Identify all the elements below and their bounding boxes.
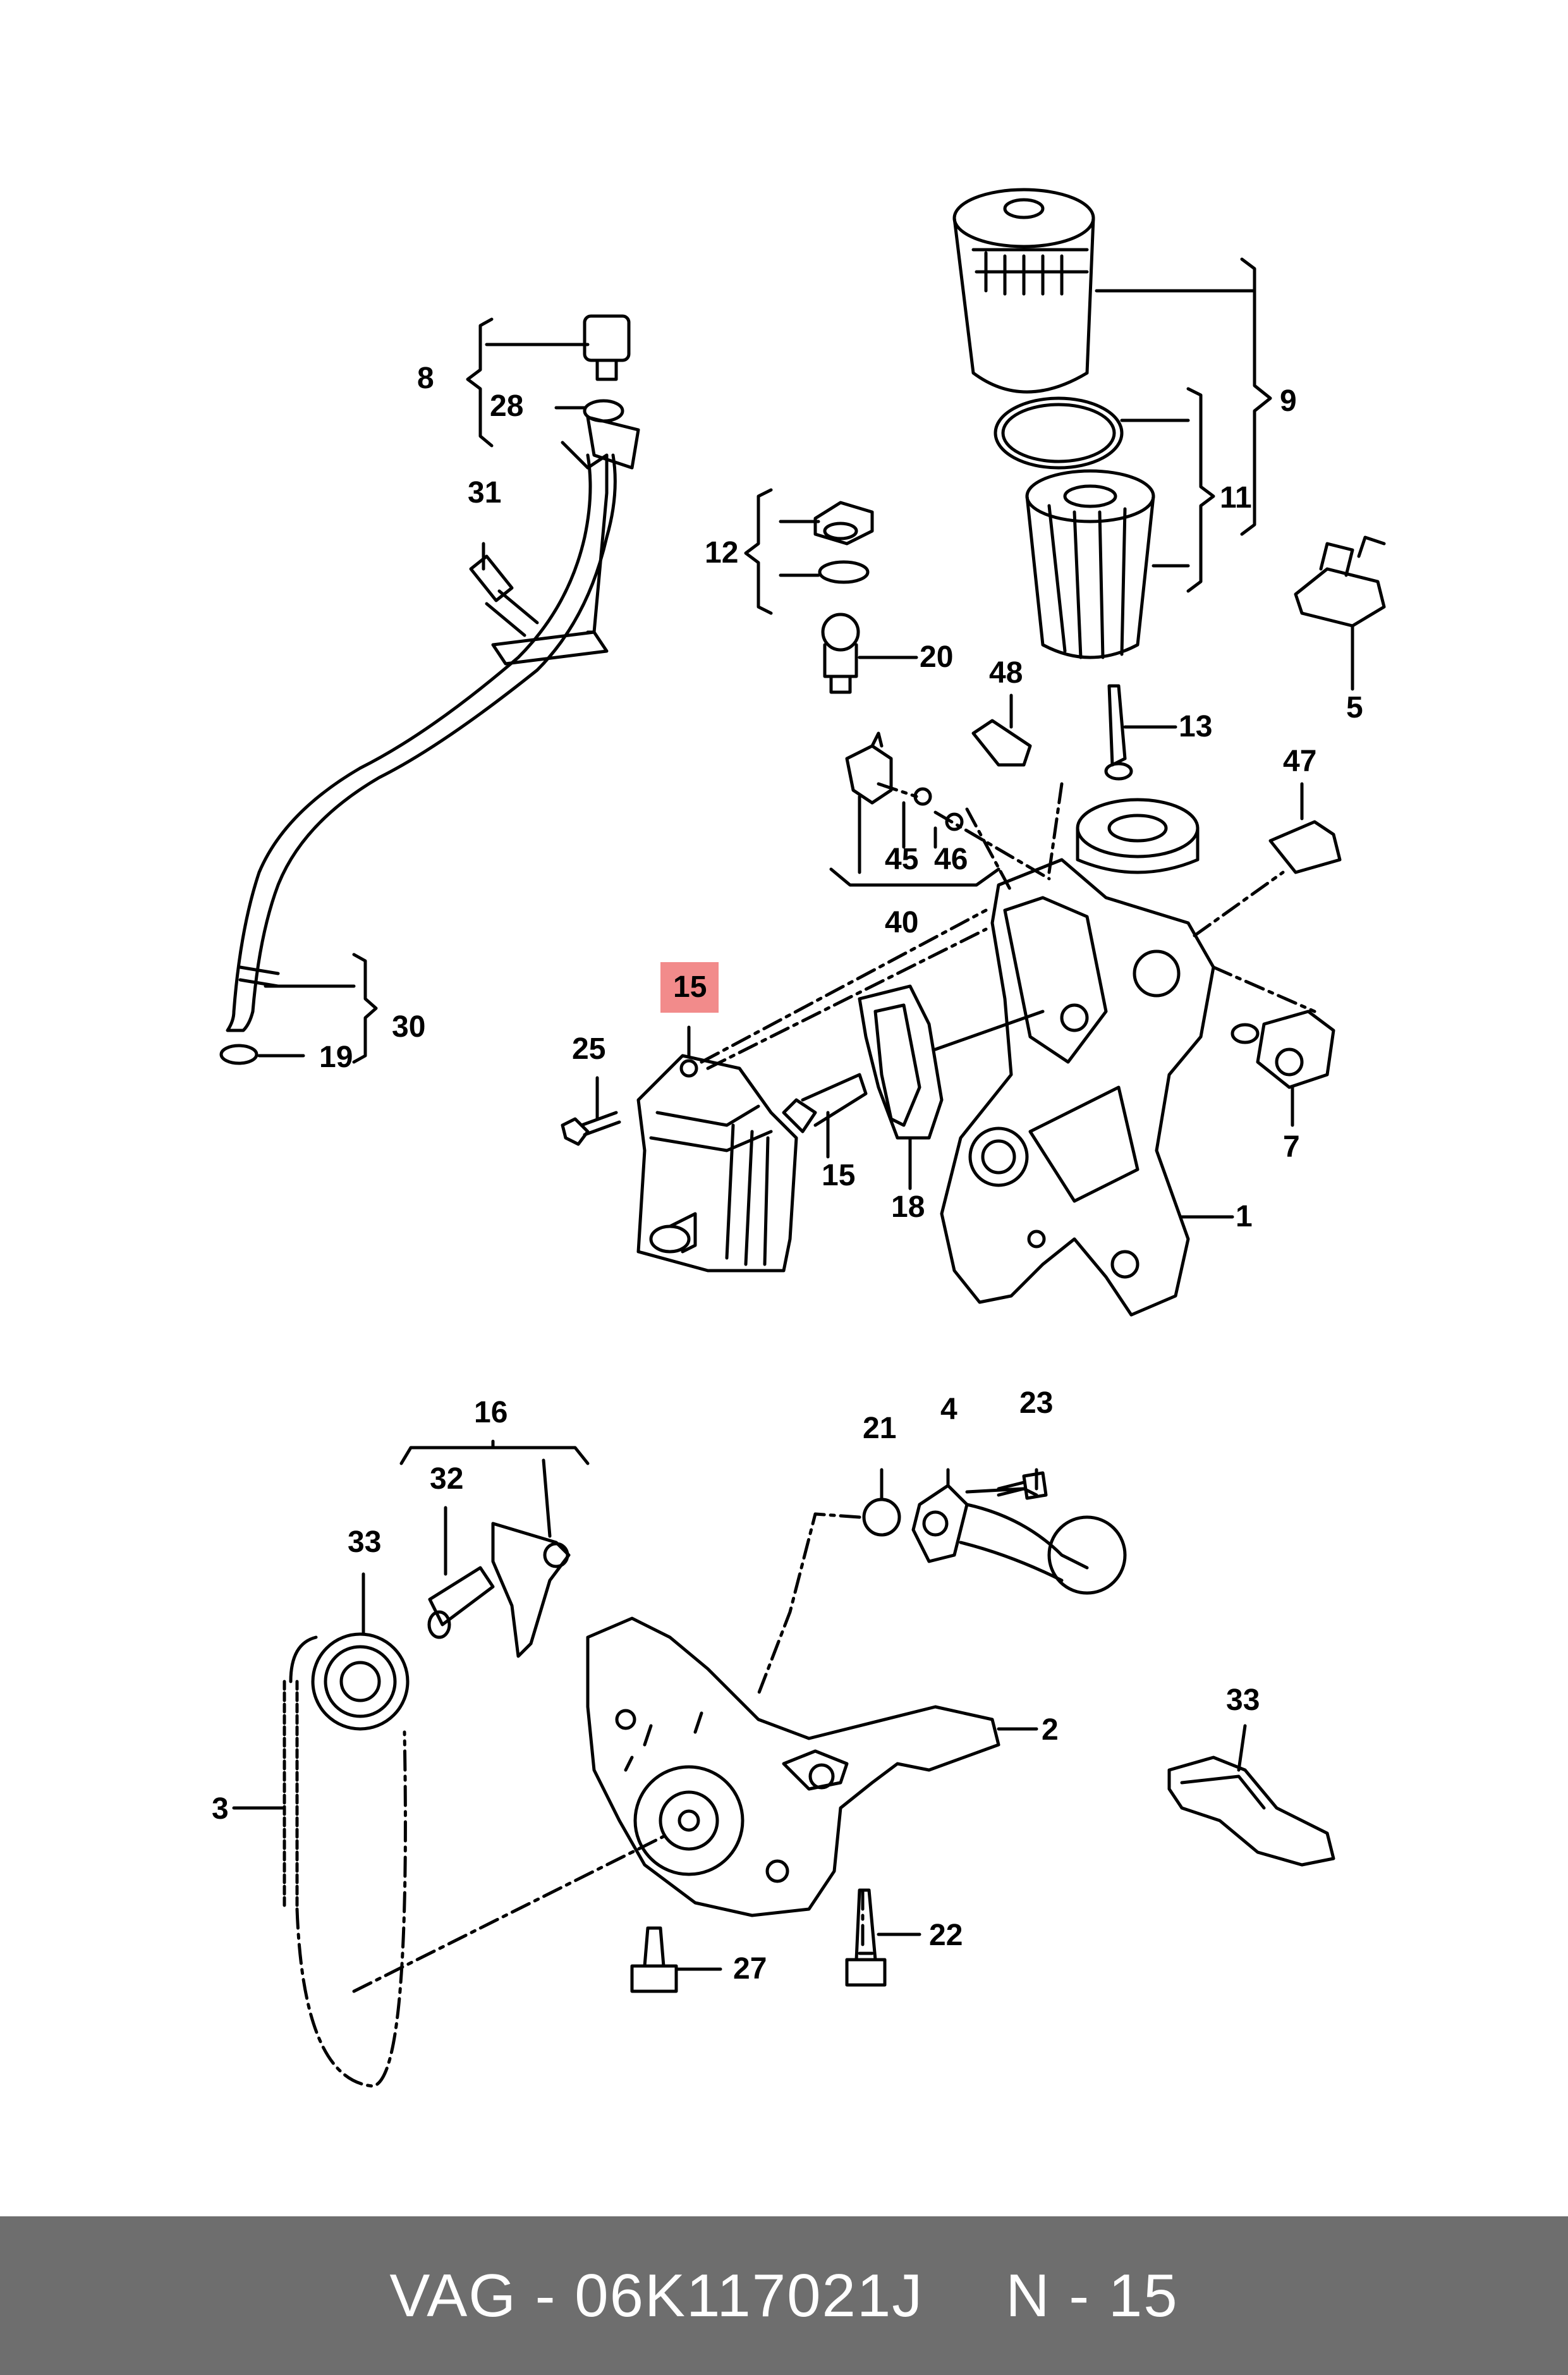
- highlight-box: [660, 962, 719, 1013]
- callout-12: 12: [705, 536, 738, 570]
- callout-8: 15: [822, 1159, 855, 1192]
- callout-9: 9: [1280, 384, 1297, 418]
- callout-23: 23: [1019, 1386, 1053, 1420]
- callout-45: 45: [885, 843, 918, 876]
- callout-19: 19: [319, 1041, 353, 1074]
- callout-20: 21: [863, 1412, 896, 1445]
- callout-25: 25: [572, 1032, 605, 1066]
- callout-22: 22: [929, 1919, 963, 1952]
- callout-11: 11: [1220, 481, 1252, 515]
- oil-cooler: [636, 1054, 798, 1273]
- cap-assembly: [813, 501, 874, 694]
- callout-13: 13: [1179, 710, 1212, 743]
- footer-bar: VAG - 06K117021J N - 15: [0, 2216, 1568, 2375]
- exploded-parts-diagram: 8 28 31 30 19 9 11 12 20 48 13 5 47 45 4…: [212, 188, 1386, 2088]
- callout-10: 8: [417, 362, 434, 395]
- dipstick-assembly: [219, 314, 640, 1065]
- callout-21: 20: [920, 640, 953, 674]
- callout-46: 46: [934, 843, 968, 876]
- reference-label: N - 15: [1006, 2261, 1179, 2329]
- callout-31: 31: [468, 476, 501, 510]
- part-number-label: VAG - 06K117021J: [389, 2261, 924, 2329]
- callout-40: 40: [885, 906, 918, 939]
- callout-26: 27: [733, 1952, 767, 1986]
- callout-30: 30: [392, 1010, 425, 1044]
- callout-1: 1: [1236, 1200, 1253, 1233]
- oil-filter-housing: [940, 798, 1215, 1317]
- callout-33: 33: [1226, 1683, 1260, 1717]
- callout-16: 18: [891, 1190, 925, 1224]
- callout-4: 4: [940, 1393, 957, 1426]
- callout-28: 32: [430, 1462, 463, 1496]
- callout-47: 47: [1283, 745, 1316, 778]
- callout-48: 48: [989, 656, 1023, 690]
- callout-32: 33: [348, 1525, 381, 1559]
- callout-5: 5: [1346, 691, 1363, 724]
- oil-pump: [586, 1616, 1000, 1917]
- oil-filter-assembly: [952, 188, 1155, 659]
- callout-18: 16: [474, 1396, 507, 1429]
- callout-7: 7: [1283, 1130, 1300, 1164]
- callout-27: 28: [490, 389, 523, 423]
- callout-labels: 8 28 31 30 19 9 11 12 20 48 13 5 47 45 4…: [212, 362, 1363, 1986]
- callout-15: 15: [673, 970, 707, 1004]
- callout-2: 2: [1042, 1713, 1059, 1747]
- callout-3: 3: [212, 1792, 229, 1826]
